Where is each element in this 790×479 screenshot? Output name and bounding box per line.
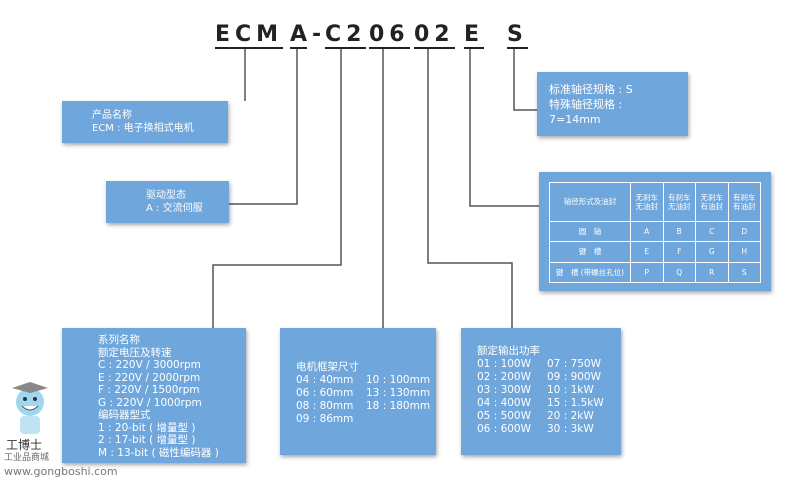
drive-title: 驱动型态 [146, 190, 186, 201]
table-header: 无刹车 无油封 [630, 182, 664, 222]
power-item: 01 : 100W [477, 358, 531, 370]
frame-item: 06 : 60mm [296, 387, 354, 399]
power-item: 30 : 3kW [547, 423, 594, 435]
power-title: 额定输出功率 [477, 345, 540, 357]
line-c2 [212, 49, 342, 328]
series-line: 2 : 17-bit ( 增量型 ) [98, 434, 196, 446]
frame-item: 08 : 80mm [296, 400, 354, 412]
code-02: 02 [414, 22, 455, 49]
frame-item: 13 : 130mm [366, 387, 431, 399]
series-line: 额定电压及转速 [98, 346, 172, 359]
table-row: 键 槽 (带螺丝孔位) P Q R S [549, 261, 761, 284]
power-item: 10 : 1kW [547, 384, 594, 396]
table-header: 无刹车 有油封 [695, 182, 729, 222]
power-item: 04 : 400W [477, 397, 531, 409]
frame-item: 10 : 100mm [366, 374, 431, 386]
power-item: 03 : 300W [477, 384, 531, 396]
power-item: 15 : 1.5kW [547, 397, 604, 409]
shaft-spec-box: 标准轴径规格 : S 特殊轴径规格 : 7=14mm [537, 72, 688, 136]
shaft-line: 7=14mm [549, 113, 601, 126]
line-a [229, 49, 298, 205]
table-cell: S [727, 261, 761, 284]
series-line: C : 220V / 3000rpm [98, 359, 201, 371]
table-cell: Q [662, 261, 696, 284]
power-item: 20 : 2kW [547, 410, 594, 422]
series-line: M : 13-bit ( 磁性编码器 ) [98, 446, 219, 459]
power-item: 06 : 600W [477, 423, 531, 435]
table-cell: C [695, 220, 729, 243]
code-a: A [290, 22, 308, 49]
drive-line: A : 交流伺服 [146, 203, 203, 214]
table-header: 有刹车 有油封 [727, 182, 761, 222]
frame-item: 09 : 86mm [296, 413, 354, 425]
table-cell: R [695, 261, 729, 284]
code-e: E [464, 22, 485, 49]
table-header: 轴径形式及油封 [549, 182, 631, 222]
watermark-brand: 工博士 [6, 438, 43, 452]
table-cell: P [630, 261, 664, 284]
drive-type-box: 驱动型态 A : 交流伺服 [106, 181, 229, 223]
series-line: 系列名称 [98, 334, 140, 346]
series-line: F : 220V / 1500rpm [98, 384, 200, 396]
table-cell: D [727, 220, 761, 243]
table-cell: H [727, 241, 761, 263]
code-dash: - [312, 22, 322, 47]
power-item: 07 : 750W [547, 358, 601, 370]
line-02 [427, 49, 513, 328]
shaft-line: 特殊轴径规格 : [549, 98, 623, 111]
product-line: ECM : 电子换相式电机 [92, 123, 194, 134]
code-s: S [507, 22, 528, 49]
table-row: 键 槽 E F G H [549, 241, 761, 263]
code-ecm: ECM [215, 22, 284, 49]
shaft-type-table: 轴径形式及油封 无刹车 无油封 有刹车 无油封 无刹车 有油封 有刹车 有油封 … [549, 182, 761, 284]
table-cell: F [662, 241, 696, 263]
frame-title: 电机框架尺寸 [296, 361, 359, 373]
frame-item: 04 : 40mm [296, 374, 354, 386]
series-line: G : 220V / 1000rpm [98, 396, 202, 409]
watermark-url: www.gongboshi.com [4, 465, 118, 478]
table-row: 圆 轴 A B C D [549, 220, 761, 243]
shaft-line: 标准轴径规格 : S [549, 83, 633, 96]
table-cell: E [630, 241, 664, 263]
watermark: 工博士 工业品商城 [0, 380, 60, 479]
table-cell: G [695, 241, 729, 263]
line-s [513, 49, 537, 111]
series-line: 编码器型式 [98, 409, 151, 421]
table-header-row: 轴径形式及油封 无刹车 无油封 有刹车 无油封 无刹车 有油封 有刹车 有油封 [549, 182, 761, 222]
rated-power-box: 额定输出功率 01 : 100W 02 : 200W 03 : 300W 04 … [461, 328, 621, 455]
table-cell: B [662, 220, 696, 243]
power-item: 02 : 200W [477, 371, 531, 383]
power-item: 09 : 900W [547, 371, 601, 383]
row-label: 圆 轴 [549, 220, 631, 243]
shaft-type-table-box: 轴径形式及油封 无刹车 无油封 有刹车 无油封 无刹车 有油封 有刹车 有油封 … [539, 172, 771, 291]
watermark-sub: 工业品商城 [4, 453, 50, 463]
power-item: 05 : 500W [477, 410, 531, 422]
mascot-icon [12, 382, 48, 434]
code-c2: C2 [325, 22, 367, 49]
code-06: 06 [369, 22, 410, 49]
series-box: 系列名称 额定电压及转速 C : 220V / 3000rpm E : 220V… [62, 328, 246, 463]
table-cell: A [630, 220, 664, 243]
frame-size-box: 电机框架尺寸 04 : 40mm 06 : 60mm 08 : 80mm 09 … [280, 328, 436, 455]
series-line: 1 : 20-bit ( 增量型 ) [98, 421, 196, 434]
line-e [469, 49, 540, 207]
frame-item: 18 : 180mm [366, 400, 431, 412]
product-name-box: 产品名称 ECM : 电子换相式电机 [62, 101, 228, 143]
table-header: 有刹车 无油封 [662, 182, 696, 222]
product-title: 产品名称 [92, 110, 132, 121]
row-label: 键 槽 [549, 241, 631, 263]
series-line: E : 220V / 2000rpm [98, 371, 201, 384]
row-label: 键 槽 (带螺丝孔位) [549, 261, 631, 284]
